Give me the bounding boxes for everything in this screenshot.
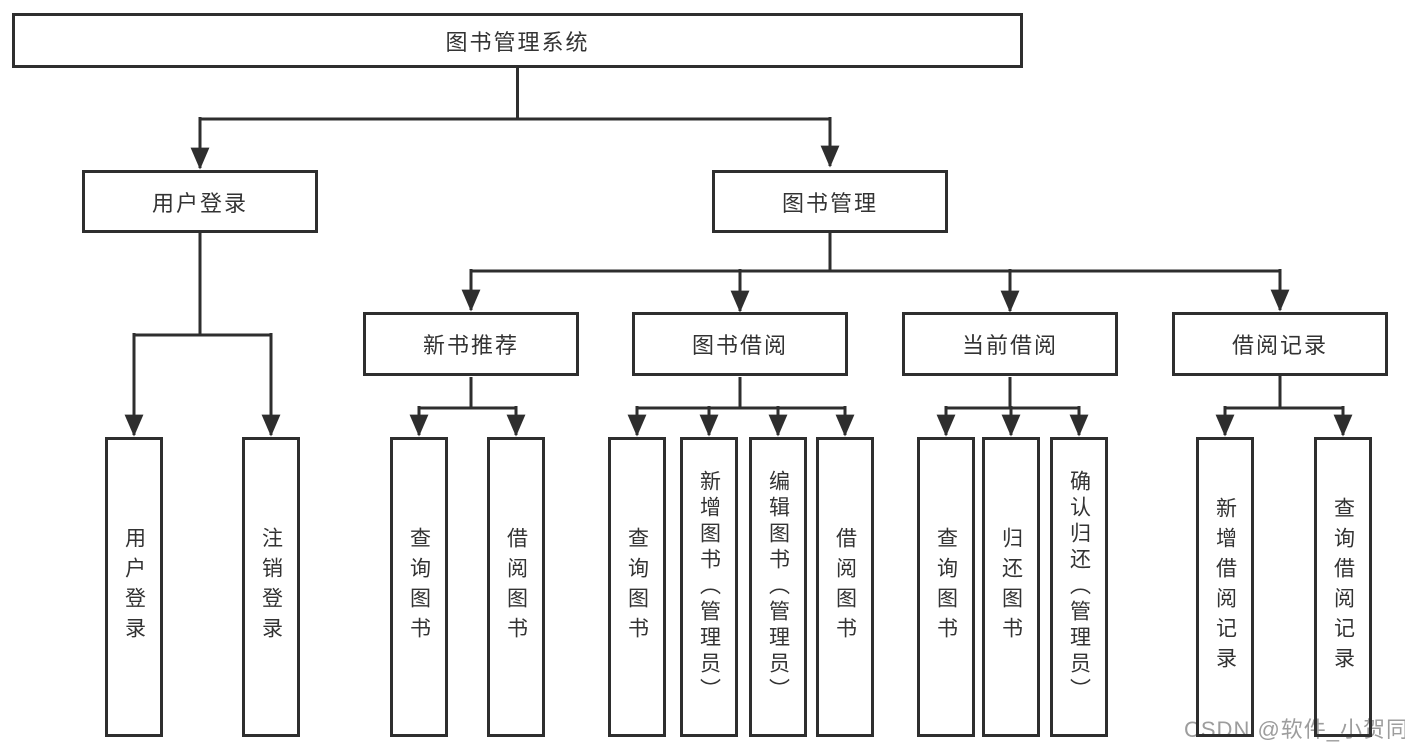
leaf-current-return-book: 归还图书 bbox=[982, 437, 1040, 737]
leaf-newrec-borrow-book: 借阅图书 bbox=[487, 437, 545, 737]
node-user-login: 用户登录 bbox=[82, 170, 318, 233]
node-new-book-recommend: 新书推荐 bbox=[363, 312, 579, 376]
leaf-borrow-query-book-label: 查询图书 bbox=[625, 527, 649, 647]
node-book-management: 图书管理 bbox=[712, 170, 948, 233]
leaf-borrow-edit-book-label: 编辑图书（管理员） bbox=[766, 470, 790, 704]
leaf-current-confirm-return: 确认归还（管理员） bbox=[1050, 437, 1108, 737]
leaf-records-add-record-label: 新增借阅记录 bbox=[1213, 497, 1237, 677]
node-borrow-records-label: 借阅记录 bbox=[1231, 333, 1328, 358]
node-borrow-records: 借阅记录 bbox=[1172, 312, 1388, 376]
leaf-current-confirm-return-label: 确认归还（管理员） bbox=[1067, 470, 1091, 704]
node-book-borrowing: 图书借阅 bbox=[632, 312, 848, 376]
node-root: 图书管理系统 bbox=[12, 13, 1023, 68]
leaf-logout-label: 注销登录 bbox=[259, 527, 283, 647]
leaf-current-query-book: 查询图书 bbox=[917, 437, 975, 737]
node-current-borrowing: 当前借阅 bbox=[902, 312, 1118, 376]
node-root-label: 图书管理系统 bbox=[445, 29, 590, 55]
leaf-newrec-query-book: 查询图书 bbox=[390, 437, 448, 737]
leaf-records-query-record-label: 查询借阅记录 bbox=[1331, 497, 1355, 677]
leaf-borrow-borrow-book: 借阅图书 bbox=[816, 437, 874, 737]
leaf-records-query-record: 查询借阅记录 bbox=[1314, 437, 1372, 737]
leaf-current-return-book-label: 归还图书 bbox=[999, 527, 1023, 647]
leaf-borrow-add-book: 新增图书（管理员） bbox=[680, 437, 738, 737]
leaf-user-login: 用户登录 bbox=[105, 437, 163, 737]
leaf-user-login-label: 用户登录 bbox=[122, 527, 146, 647]
leaf-borrow-borrow-book-label: 借阅图书 bbox=[833, 527, 857, 647]
leaf-borrow-edit-book: 编辑图书（管理员） bbox=[749, 437, 807, 737]
node-current-borrowing-label: 当前借阅 bbox=[961, 333, 1058, 358]
node-book-borrowing-label: 图书借阅 bbox=[691, 333, 788, 358]
leaf-borrow-query-book: 查询图书 bbox=[608, 437, 666, 737]
leaf-current-query-book-label: 查询图书 bbox=[934, 527, 958, 647]
watermark: CSDN @软件_小贺同学 bbox=[1184, 717, 1405, 742]
leaf-logout: 注销登录 bbox=[242, 437, 300, 737]
leaf-records-add-record: 新增借阅记录 bbox=[1196, 437, 1254, 737]
node-new-book-recommend-label: 新书推荐 bbox=[422, 333, 519, 358]
leaf-newrec-borrow-book-label: 借阅图书 bbox=[504, 527, 528, 647]
leaf-borrow-add-book-label: 新增图书（管理员） bbox=[697, 470, 721, 704]
node-user-login-label: 用户登录 bbox=[151, 190, 248, 216]
node-book-management-label: 图书管理 bbox=[781, 190, 878, 216]
leaf-newrec-query-book-label: 查询图书 bbox=[407, 527, 431, 647]
